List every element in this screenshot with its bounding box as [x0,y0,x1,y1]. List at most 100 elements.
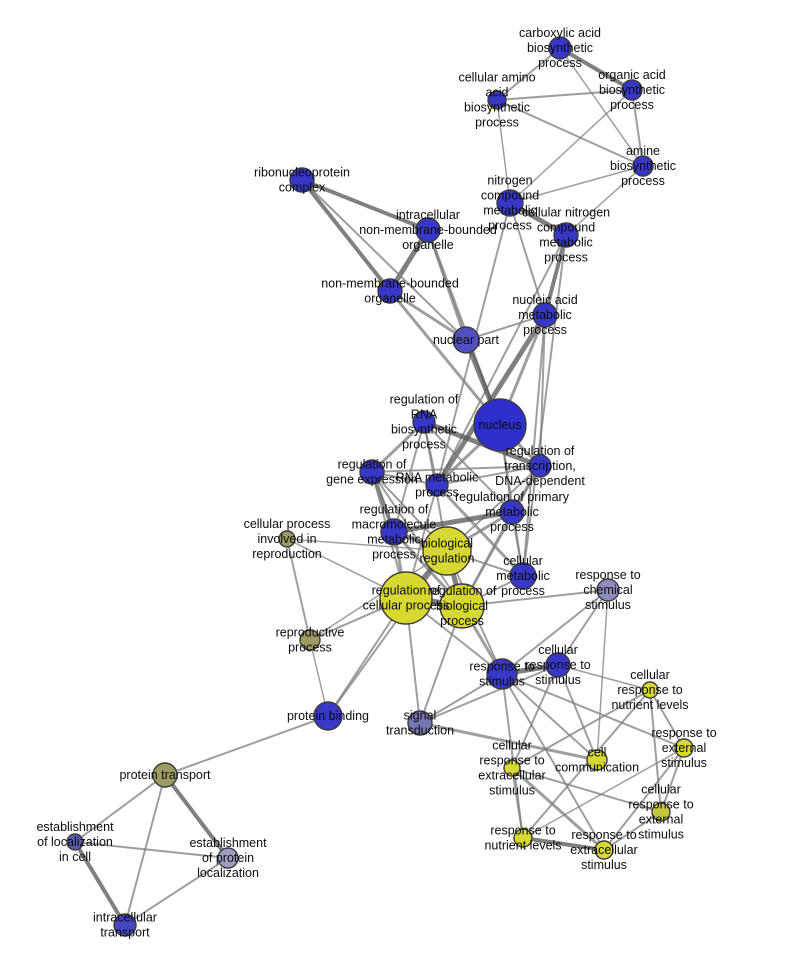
graph-edge-protein-transport--establishment-of-protein-localization[interactable] [163,773,230,860]
graph-edge-non-membrane-bounded-organelle--nucleus[interactable] [388,289,502,427]
graph-node-ribonucleoprotein-complex[interactable] [289,167,315,193]
graph-node-cellular-amino-acid-biosynthetic-process[interactable] [487,90,507,110]
graph-edge-signal-transduction--cell-communication[interactable] [418,721,599,762]
graph-node-non-membrane-bounded-organelle[interactable] [377,278,403,304]
graph-edge-response-to-chemical-stimulus--cell-communication[interactable] [596,589,609,761]
graph-node-cell-communication[interactable] [586,749,608,771]
graph-node-cellular-nitrogen-compound-metabolic-process[interactable] [553,222,579,248]
graph-edge-establishment-of-protein-localization--intracellular-transport[interactable] [124,857,229,926]
graph-edge-cellular-response-to-nutrient-levels--response-to-nutrient-levels[interactable] [522,689,651,839]
graph-node-intracellular-non-membrane-bounded-organelle[interactable] [415,217,441,243]
graph-edge-cellular-nitrogen-compound-metabolic-process--rna-metabolic-process[interactable] [436,234,567,486]
graph-node-establishment-of-protein-localization[interactable] [217,847,239,869]
graph-node-establishment-of-localization-in-cell[interactable] [66,833,84,851]
graph-edge-protein-binding--biological-regulation[interactable] [327,550,448,717]
graph-edge-cellular-amino-acid-biosynthetic-process--nitrogen-compound-metabolic-process[interactable] [496,99,511,204]
graph-node-regulation-of-cellular-process[interactable] [379,571,433,625]
graph-edge-cellular-process-involved-in-reproduction--biological-regulation[interactable] [286,538,448,552]
graph-edge-cellular-nitrogen-compound-metabolic-process--nucleic-acid-metabolic-process[interactable] [543,233,568,317]
graph-edge-ribonucleoprotein-complex--nuclear-part[interactable] [301,179,467,341]
graph-node-response-to-nutrient-levels[interactable] [513,828,533,848]
graph-edge-regulation-of-biological-process--response-to-chemical-stimulus[interactable] [461,589,609,607]
graph-node-regulation-of-rna-biosynthetic-process[interactable] [412,410,436,434]
graph-node-intracellular-transport[interactable] [113,913,137,937]
graph-edge-response-to-external-stimulus--response-to-extracellular-stimulus[interactable] [603,747,685,851]
graph-edge-cellular-response-to-nutrient-levels--cellular-response-to-extracellular-stimulus[interactable] [511,689,651,769]
graph-node-amine-biosynthetic-process[interactable] [632,155,654,177]
graph-edge-regulation-of-transcription-dna-dependent--regulation-of-gene-expression[interactable] [371,465,541,473]
graph-edge-establishment-of-localization-in-cell--intracellular-transport[interactable] [73,840,127,927]
graph-edge-amine-biosynthetic-process--cellular-nitrogen-compound-metabolic-process[interactable] [565,165,644,236]
graph-node-cellular-metabolic-process[interactable] [509,562,537,590]
graph-edge-regulation-of-rna-biosynthetic-process--regulation-of-primary-metabolic-process[interactable] [423,421,513,513]
graph-node-cellular-response-to-extracellular-stimulus[interactable] [503,759,521,777]
graph-node-regulation-of-macromolecule-metabolic-process[interactable] [380,518,408,546]
graph-edge-response-to-stimulus--signal-transduction[interactable] [419,673,503,724]
graph-node-protein-transport[interactable] [152,762,178,788]
graph-edge-cellular-response-to-nutrient-levels--response-to-external-stimulus[interactable] [649,689,685,749]
graph-node-response-to-external-stimulus[interactable] [674,738,694,758]
graph-edge-response-to-stimulus--cell-communication[interactable] [501,673,598,761]
graph-node-regulation-of-gene-expression[interactable] [359,459,385,485]
graph-node-signal-transduction[interactable] [407,710,433,736]
graph-node-cellular-response-to-stimulus[interactable] [545,652,571,678]
graph-edge-protein-binding--protein-transport[interactable] [164,715,329,776]
graph-node-reproductive-process[interactable] [299,629,321,651]
graph-edge-cellular-response-to-nutrient-levels--cellular-response-to-external-stimulus[interactable] [649,689,662,813]
graph-edge-response-to-chemical-stimulus--cellular-response-to-stimulus[interactable] [557,589,609,666]
graph-edge-nucleic-acid-metabolic-process--regulation-of-transcription-dna-dependent[interactable] [539,314,546,467]
graph-edge-carboxylic-acid-biosynthetic-process--cellular-amino-acid-biosynthetic-process[interactable] [496,47,561,101]
graph-edge-regulation-of-transcription-dna-dependent--rna-metabolic-process[interactable] [436,465,541,486]
graph-edge-ribonucleoprotein-complex--non-membrane-bounded-organelle[interactable] [300,178,392,293]
graph-node-nitrogen-compound-metabolic-process[interactable] [496,189,524,217]
graph-edge-cellular-process-involved-in-reproduction--reproductive-process[interactable] [286,538,311,641]
graph-node-carboxylic-acid-biosynthetic-process[interactable] [548,36,572,60]
graph-edge-cellular-response-to-stimulus--signal-transduction[interactable] [419,664,559,724]
graph-node-protein-binding[interactable] [313,701,343,731]
graph-edge-nucleic-acid-metabolic-process--nuclear-part[interactable] [465,314,546,341]
graph-edge-non-membrane-bounded-organelle--nuclear-part[interactable] [388,289,468,342]
graph-node-cellular-process-involved-in-reproduction[interactable] [278,530,296,548]
graph-edge-cellular-response-to-stimulus--cell-communication[interactable] [557,664,598,761]
graph-edge-cellular-amino-acid-biosynthetic-process--organic-acid-biosynthetic-process[interactable] [496,89,633,101]
graph-edge-cellular-amino-acid-biosynthetic-process--amine-biosynthetic-process[interactable] [496,99,644,167]
graph-edge-establishment-of-localization-in-cell--establishment-of-protein-localization[interactable] [74,841,229,859]
graph-edge-cellular-response-to-external-stimulus--response-to-extracellular-stimulus[interactable] [603,811,662,851]
graph-edge-response-to-stimulus--response-to-extracellular-stimulus[interactable] [501,673,605,851]
graph-node-response-to-stimulus[interactable] [486,658,518,690]
graph-edge-protein-transport--establishment-of-localization-in-cell[interactable] [74,774,166,843]
graph-edge-amine-biosynthetic-process--nitrogen-compound-metabolic-process[interactable] [509,165,644,204]
graph-edge-regulation-of-primary-metabolic-process--regulation-of-macromolecule-metabolic-process[interactable] [391,509,515,535]
graph-node-response-to-extracellular-stimulus[interactable] [594,840,614,860]
graph-edge-organic-acid-biosynthetic-process--amine-biosynthetic-process[interactable] [631,89,644,167]
graph-edge-nucleic-acid-metabolic-process--cellular-metabolic-process[interactable] [522,314,546,577]
graph-node-organic-acid-biosynthetic-process[interactable] [621,79,643,101]
graph-edge-response-to-external-stimulus--response-to-nutrient-levels[interactable] [522,747,685,839]
graph-edge-nitrogen-compound-metabolic-process--nucleic-acid-metabolic-process[interactable] [509,202,546,316]
graph-edge-response-to-nutrient-levels--response-to-extracellular-stimulus[interactable] [521,836,606,852]
graph-edge-response-to-chemical-stimulus--response-to-stimulus[interactable] [501,589,609,675]
graph-node-nucleus[interactable] [473,398,527,452]
graph-node-rna-metabolic-process[interactable] [425,473,449,497]
graph-edge-response-to-external-stimulus--cellular-response-to-external-stimulus[interactable] [660,747,685,813]
graph-edge-cellular-response-to-extracellular-stimulus--response-to-extracellular-stimulus[interactable] [510,766,606,852]
graph-node-regulation-of-primary-metabolic-process[interactable] [499,499,525,525]
graph-edge-cellular-nitrogen-compound-metabolic-process--cellular-metabolic-process[interactable] [522,234,567,577]
graph-node-nucleic-acid-metabolic-process[interactable] [532,302,558,328]
graph-edge-reproductive-process--biological-regulation[interactable] [309,550,448,641]
graph-node-cellular-response-to-external-stimulus[interactable] [651,802,671,822]
graph-node-regulation-of-biological-process[interactable] [439,583,485,629]
graph-node-biological-regulation[interactable] [422,526,472,576]
graph-node-response-to-chemical-stimulus[interactable] [596,578,620,602]
graph-node-nuclear-part[interactable] [452,326,480,354]
graph-node-regulation-of-transcription-dna-dependent[interactable] [528,454,552,478]
graph-edge-ribonucleoprotein-complex--intracellular-non-membrane-bounded-organelle[interactable] [300,178,430,232]
graph-edge-cellular-response-to-extracellular-stimulus--cellular-response-to-external-stimulus[interactable] [511,767,662,813]
graph-edge-cellular-response-to-extracellular-stimulus--response-to-nutrient-levels[interactable] [511,767,524,839]
graph-edge-carboxylic-acid-biosynthetic-process--organic-acid-biosynthetic-process[interactable] [558,46,634,92]
graph-edge-organic-acid-biosynthetic-process--nitrogen-compound-metabolic-process[interactable] [509,89,633,204]
graph-edge-cellular-response-to-stimulus--cellular-response-to-nutrient-levels[interactable] [557,664,651,691]
graph-node-cellular-response-to-nutrient-levels[interactable] [641,681,659,699]
